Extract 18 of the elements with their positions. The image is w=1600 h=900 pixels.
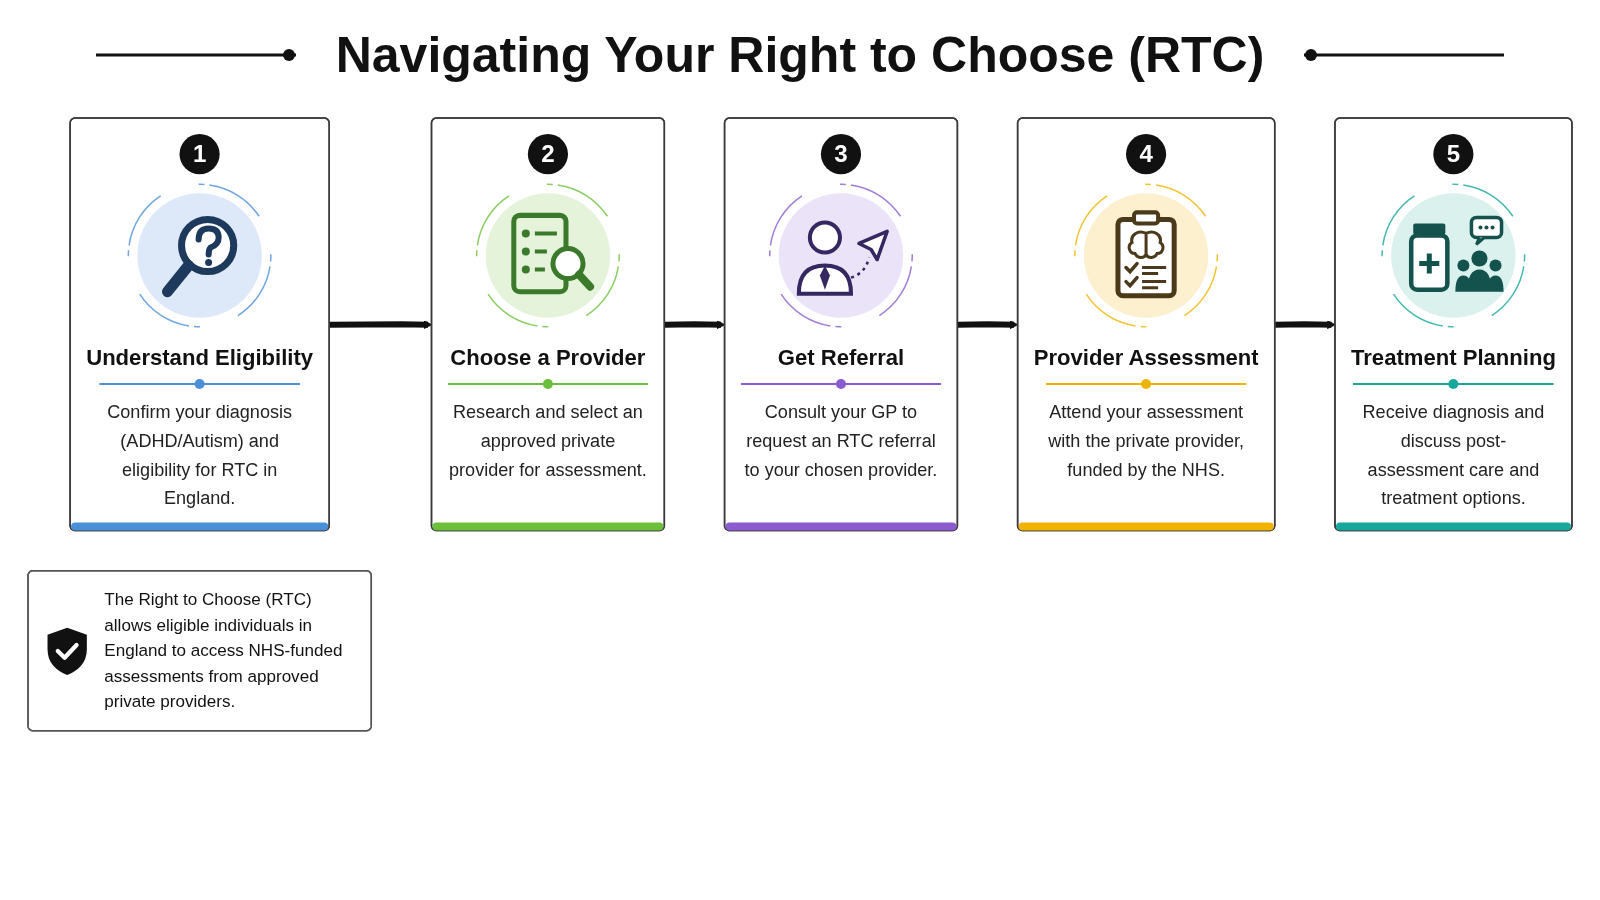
step-card <box>1016 117 1276 532</box>
note-text: The Right to Choose (RTC) allows eligible individuals in England to access NHS-funded assessments from approved private providers. <box>104 588 344 714</box>
step-card <box>430 117 666 532</box>
title: Navigating Your Right to Choose (RTC) <box>335 26 1265 84</box>
step-description: Research and select an approved private provider for assessment. <box>448 401 648 482</box>
step-card <box>69 117 330 532</box>
step-description: Receive diagnosis and discuss post-assessment care and treatment options. <box>1361 401 1546 511</box>
step-heading: Understand Eligibility <box>86 343 314 372</box>
step-card <box>1334 117 1573 532</box>
step-description: Consult your GP to request an RTC referral to your chosen provider. <box>743 401 939 482</box>
step-description: Attend your assessment with the private provider, funded by the NHS. <box>1047 401 1246 482</box>
note-card <box>27 569 373 732</box>
step-heading: Get Referral <box>777 343 905 372</box>
step-heading: Provider Assessment <box>1033 343 1259 372</box>
step-description: Confirm your diagnosis (ADHD/Autism) and eligibility for RTC in England. <box>106 401 293 511</box>
step-heading: Choose a Provider <box>450 343 646 372</box>
step-card <box>723 117 959 532</box>
step-heading: Treatment Planning <box>1351 343 1556 372</box>
